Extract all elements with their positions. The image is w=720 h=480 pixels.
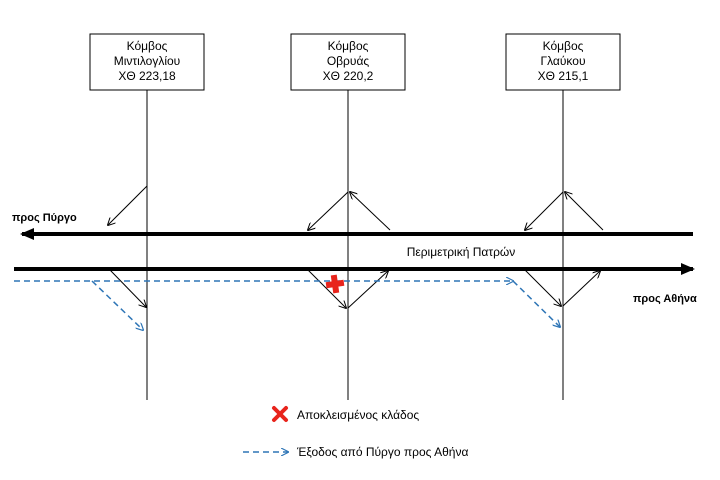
closed-ramp-marker [325, 274, 345, 294]
ramp-ovryas-lower-right [347, 271, 388, 309]
road-name-label: Περιμετρική Πατρών [407, 245, 516, 259]
ramp-glafkou-upper-right [565, 192, 604, 231]
node-box-mintiloglou: Κόμβος Μιντιλογλίου ΧΘ 223,18 [89, 33, 205, 91]
node-title: Κόμβος [127, 39, 168, 53]
node-box-glafkou: Κόμβος Γλαύκου ΧΘ 215,1 [505, 33, 621, 91]
node-name: Μιντιλογλίου [114, 54, 180, 68]
exit-route-mintiloglou [91, 280, 143, 330]
node-title: Κόμβος [328, 39, 369, 53]
node-chainage: ΧΘ 223,18 [118, 69, 176, 83]
node-title: Κόμβος [543, 39, 584, 53]
exit-route-glafkou [512, 280, 560, 327]
ramp-glafkou-upper-left [525, 191, 564, 230]
node-chainage: ΧΘ 215,1 [538, 69, 589, 83]
ramp-ovryas-upper-left [308, 191, 349, 230]
legend-closed-label: Αποκλεισμένος κλάδος [297, 408, 419, 422]
legend: Αποκλεισμένος κλάδος Έξοδος από Πύργο πρ… [243, 406, 468, 459]
ramp-glafkou-lower-left [524, 269, 561, 306]
direction-label-athens: προς Αθήνα [633, 293, 697, 305]
ramp-ovryas-lower-left [307, 269, 346, 308]
ramp-glafkou-lower-right [562, 271, 600, 307]
legend-exit-label: Έξοδος από Πύργο προς Αθήνα [296, 445, 468, 459]
ramp-mintiloglou-lower [109, 269, 146, 307]
node-name: Γλαύκου [540, 54, 585, 68]
ramp-mintiloglou-upper [108, 185, 148, 225]
legend-closed-icon [272, 406, 288, 422]
node-chainage: ΧΘ 220,2 [323, 69, 374, 83]
node-name: Οβρυάς [327, 54, 370, 68]
direction-label-pyrgos: προς Πύργο [12, 212, 77, 224]
ramp-ovryas-upper-right [350, 192, 391, 231]
node-box-ovryas: Κόμβος Οβρυάς ΧΘ 220,2 [290, 33, 406, 91]
